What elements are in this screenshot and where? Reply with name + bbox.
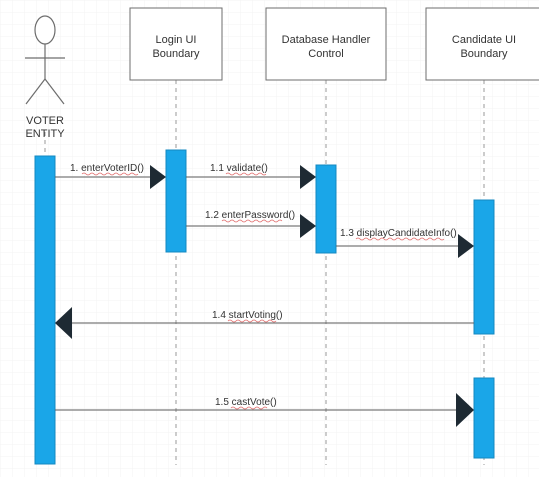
activation-db[interactable] xyxy=(315,164,337,254)
message-enter-password[interactable]: 1.2 enterPassword() xyxy=(186,210,316,238)
voter-label-line2: ENTITY xyxy=(25,128,65,140)
db-label-line2: Control xyxy=(308,48,343,60)
spellcheck-underline xyxy=(81,172,139,176)
message-cast-vote[interactable]: 1.5 castVote() xyxy=(55,393,474,427)
message-label: 1.3 displayCandidateInfo() xyxy=(340,228,457,239)
message-label: 1.5 castVote() xyxy=(215,397,277,408)
arrowhead-icon xyxy=(55,307,72,339)
login-label-line1: Login UI xyxy=(156,34,197,46)
arrowhead-icon xyxy=(300,214,316,238)
activation-login[interactable] xyxy=(165,149,187,253)
login-ui-boundary-box[interactable]: Login UI Boundary xyxy=(129,7,223,81)
candidate-label-line2: Boundary xyxy=(460,48,508,60)
spellcheck-underline xyxy=(355,237,445,241)
candidate-ui-boundary-box[interactable]: Candidate UI Boundary xyxy=(425,7,539,81)
database-handler-control-box[interactable]: Database Handler Control xyxy=(265,7,387,81)
message-display-candidate-info[interactable]: 1.3 displayCandidateInfo() xyxy=(336,228,474,258)
spellcheck-underline xyxy=(221,219,283,223)
db-label-line1: Database Handler xyxy=(282,34,371,46)
voter-actor-icon[interactable] xyxy=(25,15,65,105)
spellcheck-underline xyxy=(225,172,267,176)
message-validate[interactable]: 1.1 validate() xyxy=(186,163,316,189)
message-enter-voter-id[interactable]: 1. enterVoterID() xyxy=(55,163,166,189)
arrowhead-icon xyxy=(458,234,474,258)
login-label-line2: Boundary xyxy=(152,48,200,60)
spellcheck-underline xyxy=(230,406,268,410)
activation-candidate-2[interactable] xyxy=(473,377,495,459)
arrowhead-icon xyxy=(456,393,474,427)
spellcheck-underline xyxy=(227,319,277,323)
activation-voter[interactable] xyxy=(34,155,56,465)
arrowhead-icon xyxy=(300,165,316,189)
message-label: 1.2 enterPassword() xyxy=(205,210,295,221)
activation-candidate-1[interactable] xyxy=(473,199,495,335)
message-start-voting[interactable]: 1.4 startVoting() xyxy=(55,307,474,339)
message-label: 1. enterVoterID() xyxy=(70,163,144,174)
message-label: 1.4 startVoting() xyxy=(212,310,283,321)
voter-label-line1: VOTER xyxy=(26,115,64,127)
message-label: 1.1 validate() xyxy=(210,163,268,174)
arrowhead-icon xyxy=(150,165,166,189)
candidate-label-line1: Candidate UI xyxy=(452,34,516,46)
